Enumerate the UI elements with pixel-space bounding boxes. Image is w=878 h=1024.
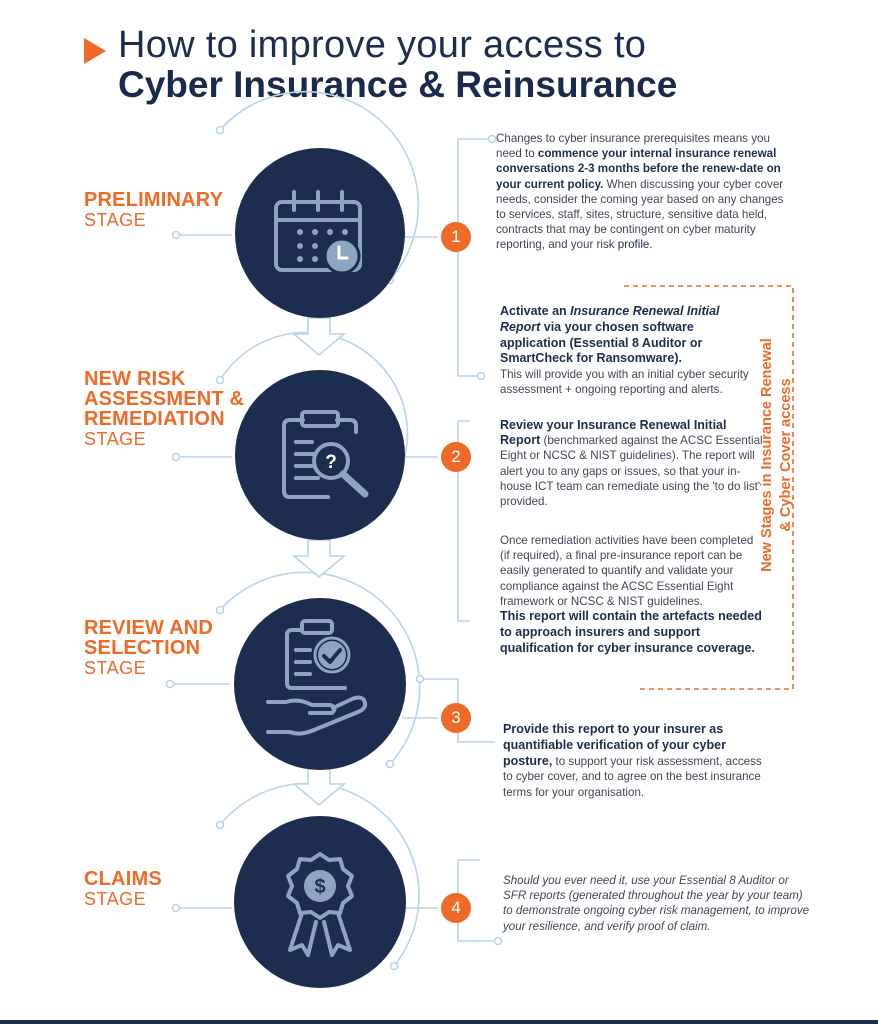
text-run: When discussing your cyber cover needs, … bbox=[496, 177, 784, 252]
stage-label-4: CLAIMS STAGE bbox=[84, 869, 162, 909]
step-number-2: 2 bbox=[441, 442, 471, 472]
stage-suffix: STAGE bbox=[84, 658, 147, 678]
stage1-arc bbox=[219, 90, 420, 281]
text-run: via your chosen software application (Es… bbox=[500, 319, 703, 366]
step2-review-description: Review your Insurance Renewal Initial Re… bbox=[500, 418, 770, 509]
bold-run: commence your internal insurance renewal… bbox=[496, 147, 781, 191]
stage-name: PRELIMINARY bbox=[84, 189, 224, 211]
bold-run: Provide this report to your insurer as q… bbox=[503, 722, 726, 768]
step1-description: Changes to cyber insurance prerequisites… bbox=[496, 131, 794, 253]
stage-suffix: STAGE bbox=[84, 210, 147, 230]
page-title-line1: How to improve your access to bbox=[118, 24, 647, 66]
dashed-bracket bbox=[624, 285, 794, 690]
stage-label-2: NEW RISK ASSESSMENT & REMEDIATION STAGE bbox=[84, 369, 244, 449]
side-label: New Stages in Insurance Renewal & Cyber … bbox=[758, 310, 796, 600]
stage-name: CLAIMS bbox=[84, 868, 162, 890]
down-arrow-1 bbox=[291, 317, 347, 357]
stage-suffix: STAGE bbox=[84, 889, 147, 909]
text-run: . bbox=[649, 238, 653, 252]
stage2-arc bbox=[219, 331, 409, 489]
bold-run: profile bbox=[617, 238, 650, 252]
step4-description: Should you ever need it, use your Essent… bbox=[503, 874, 810, 933]
clipboard-magnifier-icon bbox=[282, 410, 369, 499]
stage1-circle bbox=[235, 148, 405, 318]
activate-subtext: This will provide you with an initial cy… bbox=[500, 368, 749, 397]
step-number-3: 3 bbox=[441, 703, 471, 733]
stage3-circle bbox=[234, 598, 406, 770]
step2-remediation-description: Once remediation activities have been co… bbox=[500, 533, 762, 656]
step-number-4: 4 bbox=[441, 893, 471, 923]
stage-label-1: PRELIMINARY STAGE bbox=[84, 190, 223, 230]
stage-name: REMEDIATION bbox=[84, 408, 225, 430]
step3-description: Provide this report to your insurer as q… bbox=[503, 722, 773, 800]
bottom-bar bbox=[0, 1020, 878, 1024]
step1-activate-description: Activate an Insurance Renewal Initial Re… bbox=[500, 304, 760, 398]
bold-run: Review your Insurance Renewal Initial Re… bbox=[500, 418, 727, 448]
stage-name: NEW RISK bbox=[84, 368, 186, 390]
italic-run: Insurance Renewal Initial Report bbox=[500, 304, 720, 334]
down-arrow-2 bbox=[291, 539, 347, 579]
bracket-2 bbox=[457, 420, 470, 622]
remediation-bold: This report will contain the artefacts n… bbox=[500, 609, 762, 655]
side-label-line2: & Cyber Cover access bbox=[778, 378, 794, 532]
remediation-text: Once remediation activities have been co… bbox=[500, 534, 754, 608]
text-run: Changes to cyber insurance prerequisites… bbox=[496, 132, 770, 161]
stage-name: ASSESSMENT & bbox=[84, 388, 245, 410]
stage4-arc bbox=[219, 782, 420, 967]
page-title-line2: Cyber Insurance & Reinsurance bbox=[118, 64, 678, 105]
step-number-1: 1 bbox=[441, 222, 471, 252]
stage-name: REVIEW AND bbox=[84, 617, 214, 639]
stage-suffix: STAGE bbox=[84, 429, 147, 449]
down-arrow-3 bbox=[291, 767, 347, 807]
dollar-award-ribbon-icon bbox=[286, 852, 354, 957]
stage-label-3: REVIEW AND SELECTION STAGE bbox=[84, 618, 213, 678]
title-arrow-icon bbox=[84, 38, 106, 64]
stage-name: SELECTION bbox=[84, 637, 201, 659]
activate-text: Activate an Insurance Renewal Initial Re… bbox=[500, 304, 760, 367]
text-run: to support your risk assessment, access … bbox=[503, 754, 762, 799]
text-run: (benchmarked against the ACSC Essential … bbox=[500, 434, 763, 509]
svg-text:$: $ bbox=[314, 876, 325, 898]
side-label-line1: New Stages in Insurance Renewal bbox=[759, 338, 775, 572]
bracket-1 bbox=[457, 138, 492, 377]
clipboard-check-hand-icon bbox=[266, 619, 368, 736]
stage3-arc bbox=[219, 571, 421, 765]
stage2-circle bbox=[235, 370, 405, 540]
svg-text:?: ? bbox=[325, 452, 337, 473]
text-run: Activate an bbox=[500, 304, 571, 318]
calendar-clock-icon bbox=[274, 190, 362, 272]
